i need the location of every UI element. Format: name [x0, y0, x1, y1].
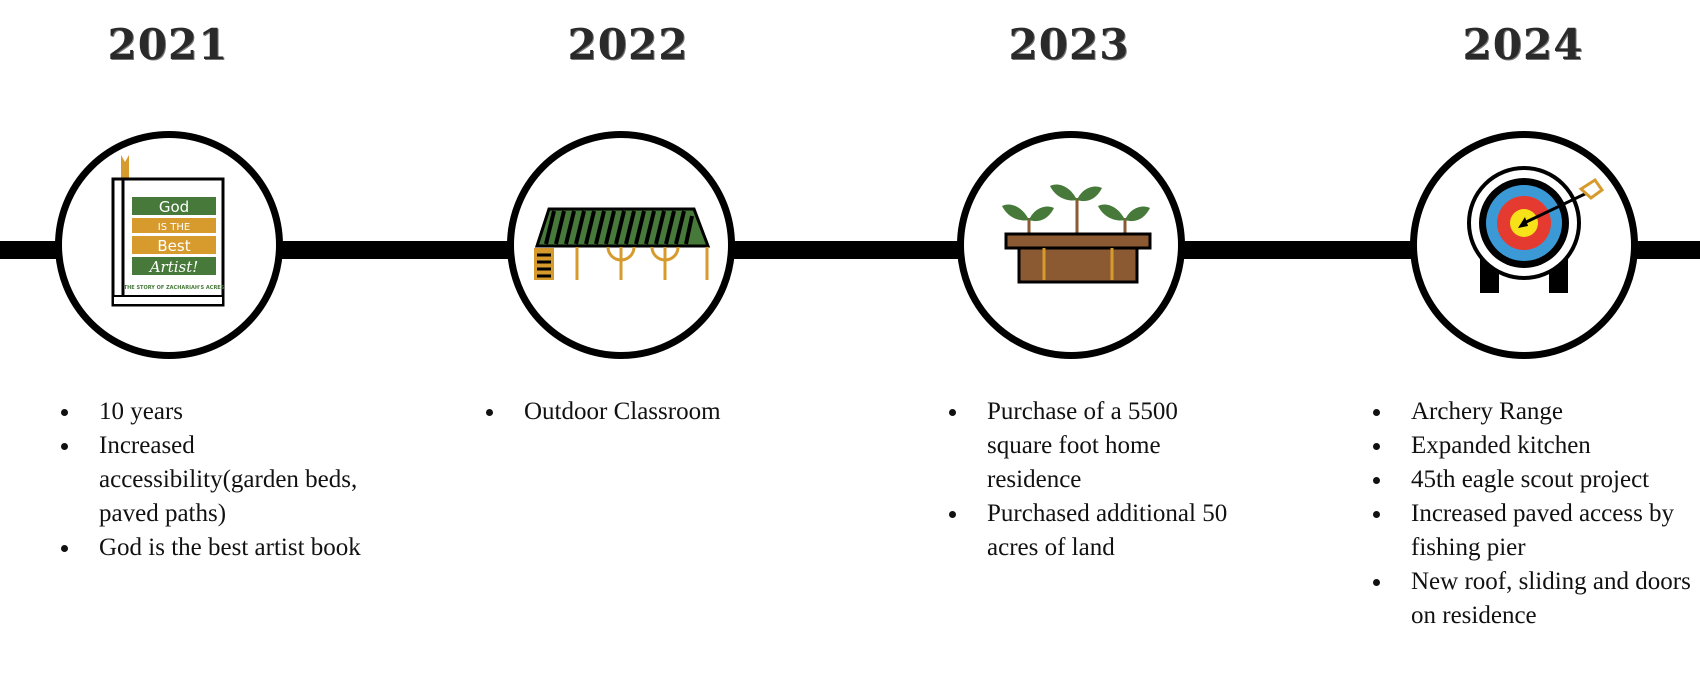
book-icon: God IS THE Best Artist! THE STORY OF ZAC… [111, 155, 225, 307]
list-item: 10 years [59, 395, 379, 429]
list-item: New roof, sliding and doors on residence [1371, 565, 1699, 633]
list-item: Increased accessibility(garden beds, pav… [59, 429, 379, 531]
book-title-line2: IS THE [158, 222, 190, 233]
year-2021: 2021 [107, 20, 229, 69]
milestone-2023 [957, 131, 1185, 359]
timeline-line [0, 241, 1700, 259]
list-item: Purchase of a 5500 square foot home resi… [947, 395, 1247, 497]
milestone-2021: God IS THE Best Artist! THE STORY OF ZAC… [55, 131, 283, 359]
book-title-line4: Artist! [148, 258, 199, 276]
list-item: Expanded kitchen [1371, 429, 1699, 463]
pavilion-icon [534, 207, 711, 280]
year-2024: 2024 [1462, 20, 1584, 69]
year-2023: 2023 [1008, 20, 1130, 69]
list-2022: Outdoor Classroom [484, 395, 844, 429]
book-title-line3: Best [157, 237, 190, 255]
list-item: 45th eagle scout project [1371, 463, 1699, 497]
book-subtitle: THE STORY OF ZACHARIAH'S ACRES [124, 285, 225, 291]
list-2024: Archery Range Expanded kitchen 45th eagl… [1371, 395, 1699, 633]
list-item: Purchased additional 50 acres of land [947, 497, 1247, 565]
list-item: Archery Range [1371, 395, 1699, 429]
year-2022: 2022 [567, 20, 689, 69]
book-title-line1: God [159, 198, 189, 216]
list-item: Increased paved access by fishing pier [1371, 497, 1699, 565]
list-item: God is the best artist book [59, 531, 379, 565]
list-2023: Purchase of a 5500 square foot home resi… [947, 395, 1247, 565]
planter-icon [1002, 184, 1152, 284]
list-2021: 10 years Increased accessibility(garden … [59, 395, 379, 565]
archery-target-icon [1467, 166, 1605, 293]
list-item: Outdoor Classroom [484, 395, 844, 429]
milestone-2024 [1410, 131, 1638, 359]
milestone-2022 [507, 131, 735, 359]
